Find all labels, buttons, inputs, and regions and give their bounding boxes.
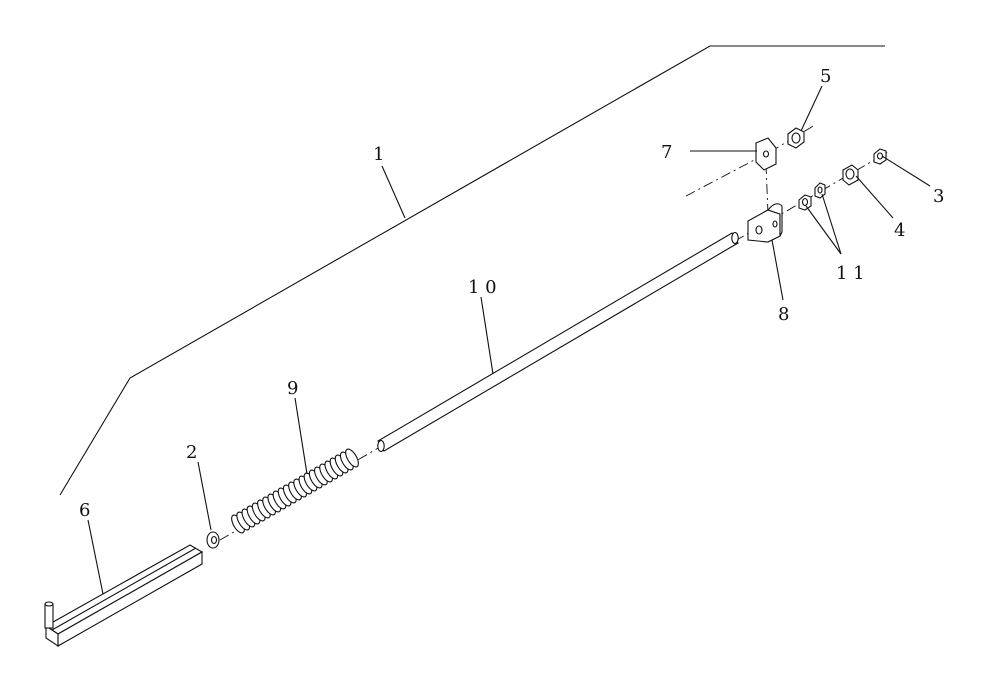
callout-7: 7 <box>661 142 672 163</box>
assembly-bracket-line <box>59 45 885 496</box>
leader-4 <box>855 175 894 219</box>
leader-11a <box>805 205 842 255</box>
part-7-upper-plate <box>755 137 777 171</box>
callout-5: 5 <box>820 66 831 87</box>
axis-line-upper <box>685 156 761 197</box>
part-2-washer <box>206 531 220 549</box>
part-3-cap-nut <box>873 148 887 165</box>
callout-9: 9 <box>287 378 298 399</box>
spring-coil-turn <box>345 448 359 468</box>
leader-5 <box>800 85 823 132</box>
part-9-coil-spring <box>231 448 359 534</box>
part-6-square-tube <box>44 544 204 648</box>
callout-11: 1 1 <box>836 263 865 284</box>
leader-11b <box>821 193 842 255</box>
callout-3: 3 <box>933 186 944 207</box>
leader-3 <box>881 155 931 187</box>
part-10-rod <box>377 231 739 453</box>
callout-2: 2 <box>186 442 197 463</box>
axis-line-vertical <box>765 163 769 215</box>
leader-8 <box>771 239 784 301</box>
part-5-nut <box>787 127 805 149</box>
callout-4: 4 <box>894 220 905 241</box>
callout-1: 1 <box>373 144 384 165</box>
leader-2 <box>197 461 212 531</box>
leader-9 <box>294 397 308 475</box>
callout-8: 8 <box>778 304 789 325</box>
callout-10: 1 0 <box>468 277 497 298</box>
leader-6 <box>87 519 104 595</box>
part-8-lower-bracket <box>747 203 783 243</box>
callout-6: 6 <box>79 500 90 521</box>
part-4-bushing <box>842 164 859 186</box>
leader-10 <box>480 296 494 375</box>
leader-1 <box>381 165 406 219</box>
